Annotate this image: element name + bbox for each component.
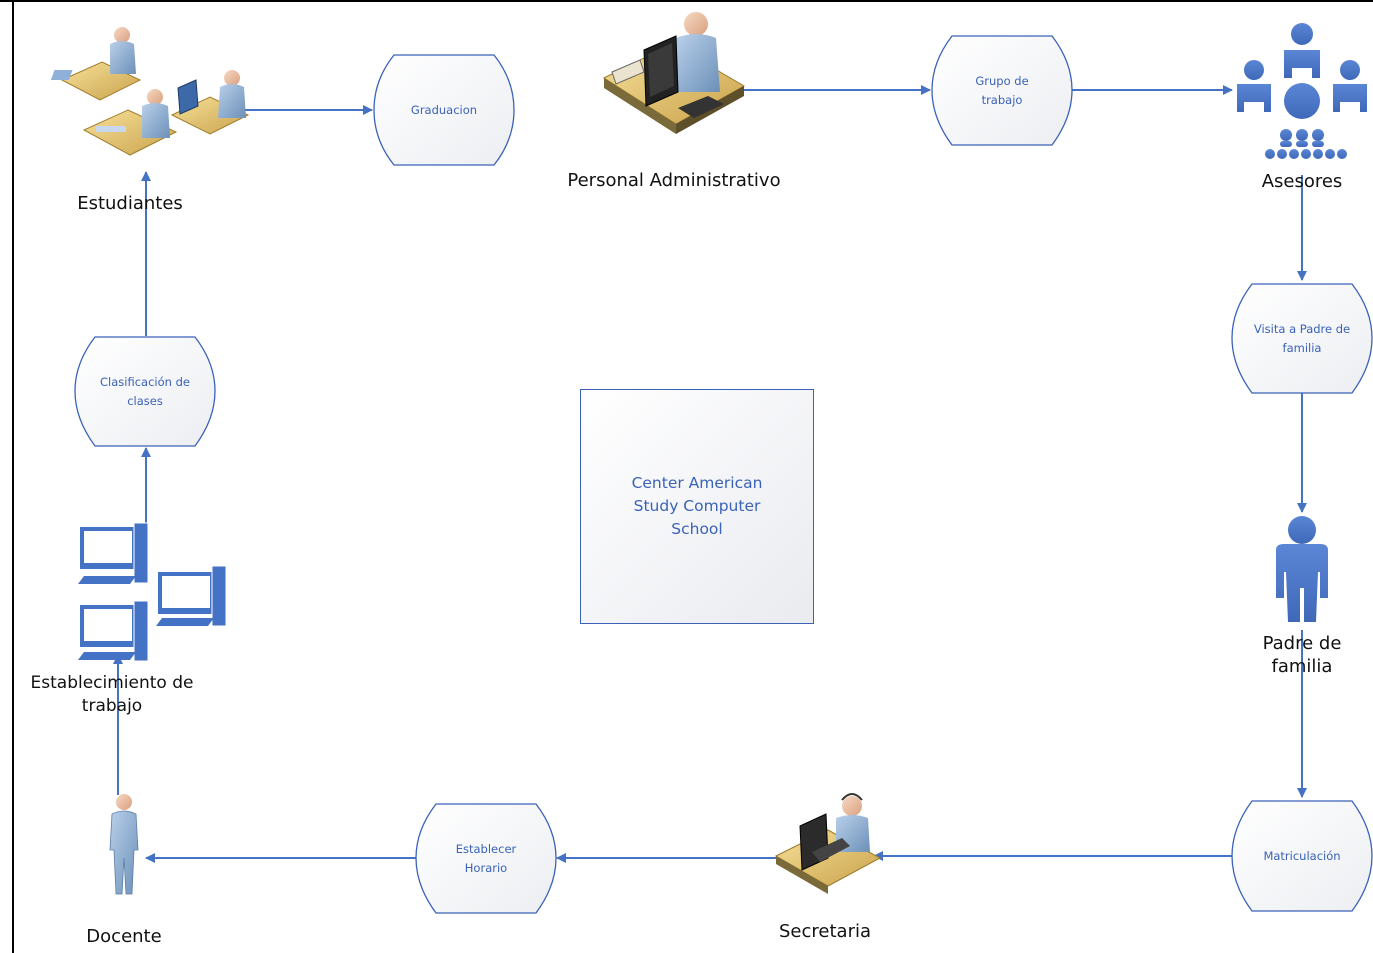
node-visita-padre-label: Visita a Padre de familia — [1253, 321, 1351, 355]
students-at-desks-icon — [50, 27, 250, 156]
parent-person-icon — [1276, 516, 1328, 622]
node-clasificacion-clases: Clasificación de clases — [95, 337, 195, 446]
computers-icon — [78, 522, 227, 662]
node-grupo-trabajo-label: Grupo de trabajo — [975, 73, 1029, 107]
shape-visita-padre — [1231, 283, 1373, 394]
label-establecimiento-trabajo: Establecimiento de trabajo — [30, 673, 194, 716]
teacher-person-icon — [109, 794, 139, 895]
node-grupo-trabajo: Grupo de trabajo — [957, 36, 1047, 145]
node-matriculacion: Matriculación — [1232, 801, 1372, 911]
label-docente: Docente — [86, 926, 162, 947]
center-box-label: Center American Study Computer School — [631, 474, 763, 538]
node-establecer-horario-label: Establecer Horario — [455, 841, 517, 875]
shape-establecer-horario — [415, 803, 557, 914]
node-establecer-horario: Establecer Horario — [436, 804, 536, 913]
advisors-group-icon — [1237, 23, 1367, 159]
node-graduacion-label: Graduacion — [410, 102, 478, 117]
label-secretaria: Secretaria — [779, 921, 871, 942]
label-estudiantes: Estudiantes — [77, 193, 183, 214]
shape-matriculacion — [1231, 800, 1373, 912]
admin-at-computer-icon — [602, 12, 746, 134]
label-padre-familia: Padre de familia — [1262, 633, 1342, 677]
shape-clasificacion — [74, 336, 216, 447]
node-matriculacion-label: Matriculación — [1263, 848, 1341, 863]
shape-graduacion — [373, 54, 515, 166]
label-personal-administrativo: Personal Administrativo — [567, 170, 781, 191]
node-clasificacion-clases-label: Clasificación de clases — [100, 374, 190, 408]
secretary-headset-icon — [774, 793, 882, 894]
center-box: Center American Study Computer School — [580, 389, 814, 624]
connectors — [113, 85, 1307, 863]
node-shapes — [74, 35, 1373, 914]
node-graduacion: Graduacion — [374, 55, 514, 165]
label-asesores: Asesores — [1261, 171, 1343, 192]
shape-grupo-trabajo — [931, 35, 1073, 146]
node-visita-padre: Visita a Padre de familia — [1252, 284, 1352, 393]
